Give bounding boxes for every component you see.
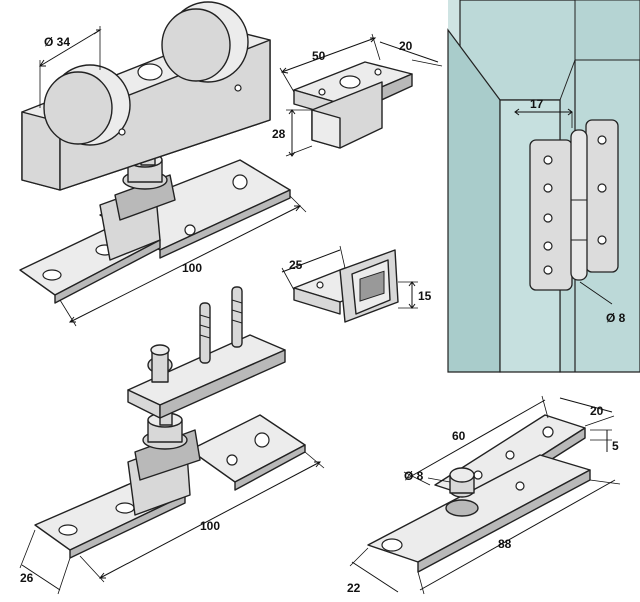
guide-block: 50 20 28: [272, 33, 443, 157]
bottom-bracket: 100 26: [19, 286, 325, 595]
wheel-diameter-label: Ø 34: [44, 35, 70, 49]
pivot-pin-diameter-label: Ø 8: [404, 469, 424, 483]
lower-plate-width-label: 26: [20, 571, 34, 585]
lower-plate-length-label: 100: [200, 519, 220, 533]
stop-width-label: 25: [289, 258, 303, 272]
hinge-detail-illustration: 17 Ø 8: [447, 0, 640, 373]
roller-carriage: Ø 34 100: [19, 1, 307, 327]
block-width-label: 20: [399, 39, 413, 53]
hinge-pin-diameter-label: Ø 8: [606, 311, 626, 325]
pivot-bottom-length-label: 88: [498, 537, 512, 551]
pivot-width-label: 20: [590, 404, 604, 418]
pivot-bottom-width-label: 22: [347, 581, 361, 595]
hinge-offset-label: 17: [530, 97, 544, 111]
upper-plate-length-label: 100: [182, 261, 202, 275]
pivot-hinge: 60 20 5 Ø 8 88 22: [347, 395, 621, 595]
block-height-label: 28: [272, 127, 286, 141]
pivot-thickness-label: 5: [612, 439, 619, 453]
stop-height-label: 15: [418, 289, 432, 303]
pivot-top-length-label: 60: [452, 429, 466, 443]
door-stop: 25 15: [281, 245, 432, 323]
block-length-label: 50: [312, 49, 326, 63]
